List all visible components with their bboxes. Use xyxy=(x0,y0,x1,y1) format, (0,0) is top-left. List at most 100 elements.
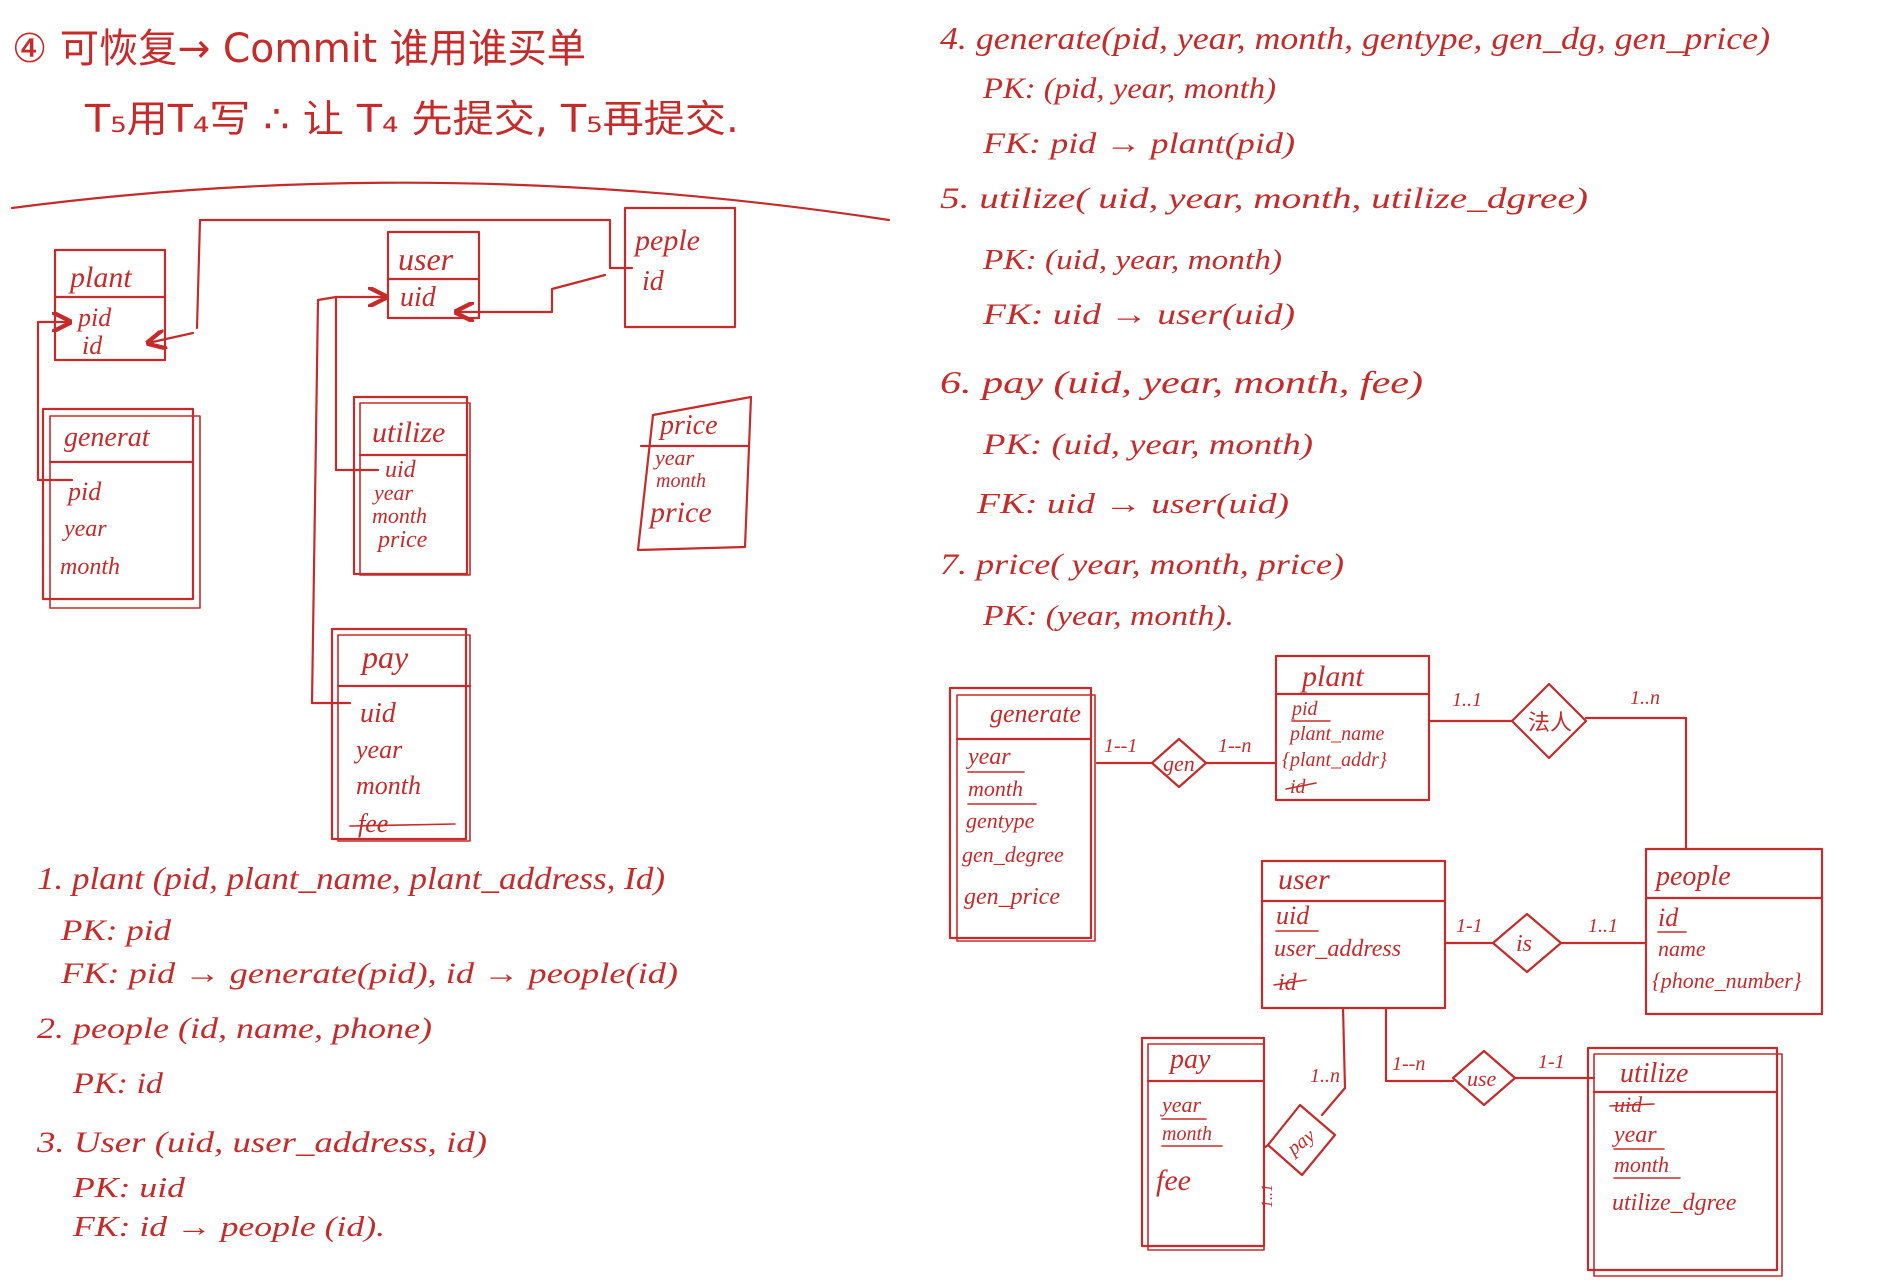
relation-pk: PK: uid xyxy=(72,1173,187,1204)
er-relationship-is: is 1-1 1..1 xyxy=(1443,912,1648,974)
relation-def: 1. plant (pid, plant_name, plant_address… xyxy=(37,860,665,896)
entity-attribute: year xyxy=(1160,1092,1202,1117)
table-title: price xyxy=(658,410,718,441)
relation-def: 4. generate(pid, year, month, gentype, g… xyxy=(940,20,1770,56)
fk-connector-utilize-user xyxy=(334,297,386,472)
cardinality-label: 1--n xyxy=(1392,1053,1425,1075)
note-line-1: ④ 可恢复→ Commit 谁用谁买单 xyxy=(12,26,586,72)
table-field: pid xyxy=(66,477,102,506)
relation-def: 2. people (id, name, phone) xyxy=(37,1012,432,1045)
er-relationship-gen: gen 1--1 1--n xyxy=(1095,735,1278,789)
table-field: uid xyxy=(400,282,437,313)
entity-attribute: year xyxy=(966,744,1011,770)
table-field: year xyxy=(353,735,403,764)
fk-connector-people-user xyxy=(456,273,607,312)
entity-attribute: {phone_number} xyxy=(1652,968,1802,993)
cardinality-label: 1..1 xyxy=(1259,1184,1276,1208)
er-diagram: generate year month gentype gen_degree g… xyxy=(948,654,1824,1277)
relation-def: 3. User (uid, user_address, id) xyxy=(36,1126,487,1159)
er-entity-utilize: utilize uid year month utilize_dgree xyxy=(1586,1046,1783,1277)
relation-pk: PK: pid xyxy=(60,914,172,947)
entity-attribute: name xyxy=(1658,936,1706,961)
table-field: id xyxy=(82,331,103,360)
entity-attribute: month xyxy=(1614,1152,1669,1177)
table-field: uid xyxy=(385,457,417,483)
fk-connector-plant-people xyxy=(195,218,634,330)
table-field: month xyxy=(656,470,706,492)
table-title: generat xyxy=(64,422,151,453)
schema-sketch: plant pid id user uid peple id generat p… xyxy=(36,206,753,842)
entity-attribute: user_address xyxy=(1274,936,1401,962)
fk-arrow-into-plant xyxy=(148,333,195,343)
relationship-label: pay xyxy=(1281,1125,1319,1161)
relation-list-left: 1. plant (pid, plant_name, plant_address… xyxy=(36,860,678,1243)
relation-def: 7. price( year, month, price) xyxy=(940,548,1344,581)
table-title: user xyxy=(398,241,454,277)
er-relationship-pay: pay 1..n 1..1 xyxy=(1259,1006,1347,1208)
relation-pk: PK: id xyxy=(72,1067,164,1100)
sketch-table-price: price year month price xyxy=(636,395,753,552)
cardinality-label: 1--n xyxy=(1218,735,1251,757)
cardinality-label: 1..1 xyxy=(1588,915,1618,937)
relation-def: 5. utilize( uid, year, month, utilize_dg… xyxy=(940,182,1588,215)
entity-attribute: gen_price xyxy=(964,884,1060,910)
relation-pk: PK: (pid, year, month) xyxy=(982,72,1276,105)
table-title: utilize xyxy=(372,416,445,449)
entity-attribute: month xyxy=(968,776,1023,801)
entity-attribute: pid xyxy=(1290,698,1319,720)
entity-title: generate xyxy=(990,699,1081,728)
entity-attribute: utilize_dgree xyxy=(1612,1190,1737,1216)
table-field: pid xyxy=(76,303,112,332)
table-field: month xyxy=(60,554,120,580)
entity-title: utilize xyxy=(1620,1058,1688,1089)
sketch-table-plant: plant pid id xyxy=(53,248,167,362)
table-title: plant xyxy=(68,261,132,294)
entity-title: people xyxy=(1654,861,1731,892)
table-title: peple xyxy=(633,224,700,257)
er-entity-plant: plant pid plant_name {plant_addr} id xyxy=(1274,654,1431,802)
cardinality-label: 1--1 xyxy=(1104,735,1137,757)
top-note: ④ 可恢复→ Commit 谁用谁买单 T₅用T₄写 ∴ 让 T₄ 先提交, T… xyxy=(12,26,739,141)
separator-line xyxy=(10,181,891,222)
er-entity-user: user uid user_address id xyxy=(1260,859,1447,1010)
cardinality-label: 1-1 xyxy=(1456,915,1483,937)
fk-connector-generat-plant xyxy=(36,322,74,482)
table-field: year xyxy=(62,516,107,542)
entity-attribute: id xyxy=(1658,903,1679,932)
sketch-table-generat: generat pid year month xyxy=(41,407,201,609)
relation-fk: FK: uid → user(uid) xyxy=(976,489,1289,520)
er-relationship-faren: 法人 1..1 1..n xyxy=(1427,682,1688,851)
relation-fk: FK: uid → user(uid) xyxy=(982,298,1295,331)
table-title: pay xyxy=(360,639,409,675)
relation-pk: PK: (year, month). xyxy=(982,601,1234,632)
table-field: id xyxy=(642,266,665,297)
table-field: year xyxy=(653,445,695,470)
relationship-label: is xyxy=(1516,931,1532,957)
table-field: month xyxy=(356,771,421,800)
sketch-table-pay: pay uid year month fee xyxy=(330,627,472,842)
entity-title: user xyxy=(1278,863,1330,896)
entity-attribute: gen_degree xyxy=(962,842,1064,867)
sketch-table-peple: peple id xyxy=(623,206,737,329)
entity-attribute: fee xyxy=(1156,1164,1191,1197)
er-entity-people: people id name {phone_number} xyxy=(1644,847,1824,1016)
er-entity-generate: generate year month gentype gen_degree g… xyxy=(948,686,1096,942)
relation-list-right: 4. generate(pid, year, month, gentype, g… xyxy=(940,20,1770,632)
relation-fk: FK: id → people (id). xyxy=(72,1212,385,1243)
relation-fk: FK: pid → generate(pid), id → people(id) xyxy=(60,957,678,990)
entity-attribute: uid xyxy=(1276,901,1310,930)
table-field: month xyxy=(372,503,427,528)
table-field: price xyxy=(648,496,712,529)
note-line-2: T₅用T₄写 ∴ 让 T₄ 先提交, T₅再提交. xyxy=(84,97,739,141)
entity-attribute: plant_name xyxy=(1288,723,1385,745)
entity-attribute: {plant_addr} xyxy=(1282,749,1387,771)
cardinality-label: 1..1 xyxy=(1452,689,1482,711)
relation-pk: PK: (uid, year, month) xyxy=(982,428,1313,461)
sketch-table-user: user uid xyxy=(386,230,481,320)
entity-attribute: gentype xyxy=(966,808,1035,833)
relationship-label: gen xyxy=(1163,751,1195,776)
entity-attribute: month xyxy=(1162,1123,1212,1145)
entity-attribute: year xyxy=(1612,1122,1657,1148)
relation-def: 6. pay (uid, year, month, fee) xyxy=(940,364,1423,400)
